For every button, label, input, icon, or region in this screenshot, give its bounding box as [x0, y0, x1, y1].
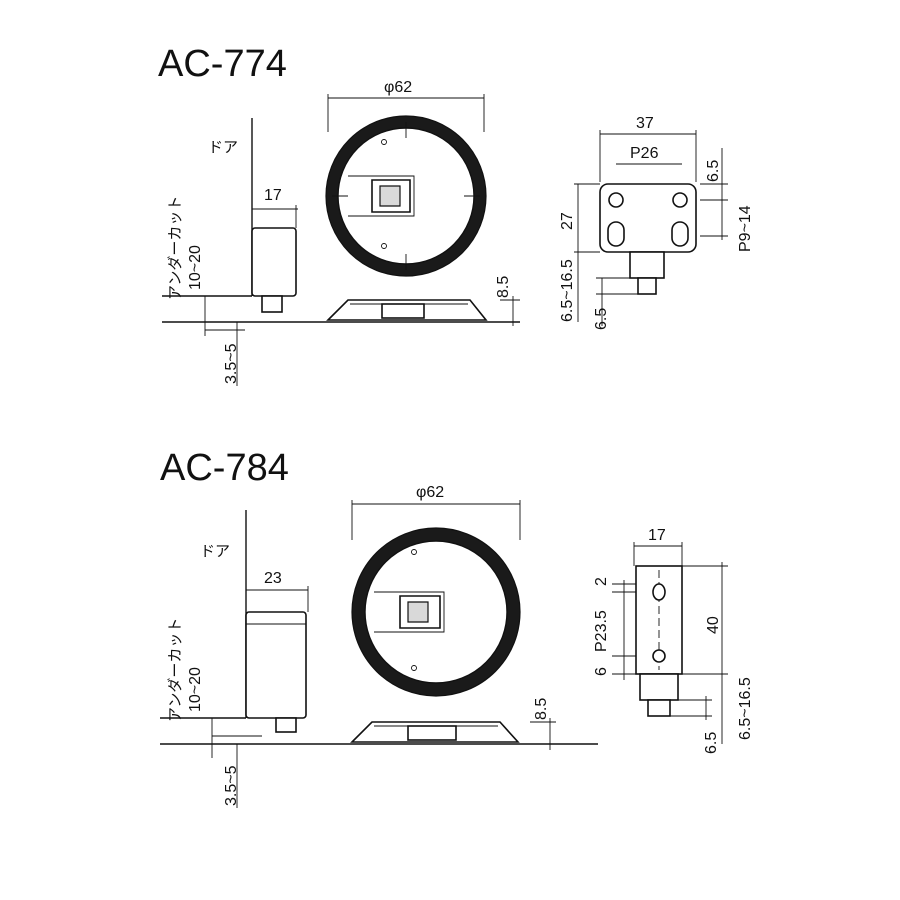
stem-length: 6.5: [703, 732, 720, 754]
door-width-23: 23: [264, 570, 282, 587]
plate-height-40: 40: [705, 616, 722, 634]
undercut-label: アンダーカット: [166, 196, 184, 300]
base-height: 8.5: [495, 276, 512, 298]
floor-disc-side-view: 8.5: [326, 276, 520, 326]
mounting-plate-view: 37 P26 6.5 P9~14 27 6.5~16.5 6.5: [559, 115, 754, 330]
model-title-ac-784: AC-784: [160, 447, 289, 489]
model-title-ac-774: AC-774: [158, 43, 287, 85]
ac-774-section: AC-774 ドア アンダーカット 10~20 3.5~5 17 φ62: [158, 43, 754, 386]
top-offset-2: 2: [593, 577, 610, 586]
undercut-label: アンダーカット: [166, 618, 184, 722]
pitch-horizontal: P26: [630, 145, 659, 162]
floor-disc-top-view: φ62: [325, 79, 487, 277]
gap-range: 3.5~5: [223, 343, 240, 384]
base-height: 8.5: [533, 698, 550, 720]
door-label: ドア: [208, 138, 238, 156]
stem-range: 6.5~16.5: [559, 259, 576, 322]
plate-width-37: 37: [636, 115, 654, 132]
ac-784-section: AC-784 ドア アンダーカット 10~20 3.5~5 23 φ62: [160, 447, 754, 808]
undercut-range: 10~20: [187, 245, 204, 290]
stem-length: 6.5: [593, 308, 610, 330]
door-width-17: 17: [264, 187, 282, 204]
floor-disc-top-view: φ62: [351, 484, 521, 697]
floor-disc-side-view: 8.5: [350, 698, 556, 750]
disc-diameter: φ62: [416, 484, 444, 501]
hole-offset-6-5: 6.5: [705, 160, 722, 182]
plate-width-17: 17: [648, 527, 666, 544]
undercut-range: 10~20: [187, 667, 204, 712]
disc-diameter: φ62: [384, 79, 412, 96]
door-side-view: ドア アンダーカット 10~20 3.5~5 17: [162, 118, 520, 386]
door-label: ドア: [200, 542, 230, 560]
pitch-vertical: P9~14: [737, 205, 754, 252]
gap-range: 3.5~5: [223, 765, 240, 806]
pitch-vertical: P23.5: [593, 610, 610, 652]
door-side-view: ドア アンダーカット 10~20 3.5~5 23: [160, 510, 598, 808]
mounting-plate-view: 17 2 P23.5 6 40 6.5~16.5 6.5: [593, 527, 754, 754]
plate-height-27: 27: [559, 212, 576, 230]
stem-range: 6.5~16.5: [737, 677, 754, 740]
bottom-offset-6: 6: [593, 667, 610, 676]
